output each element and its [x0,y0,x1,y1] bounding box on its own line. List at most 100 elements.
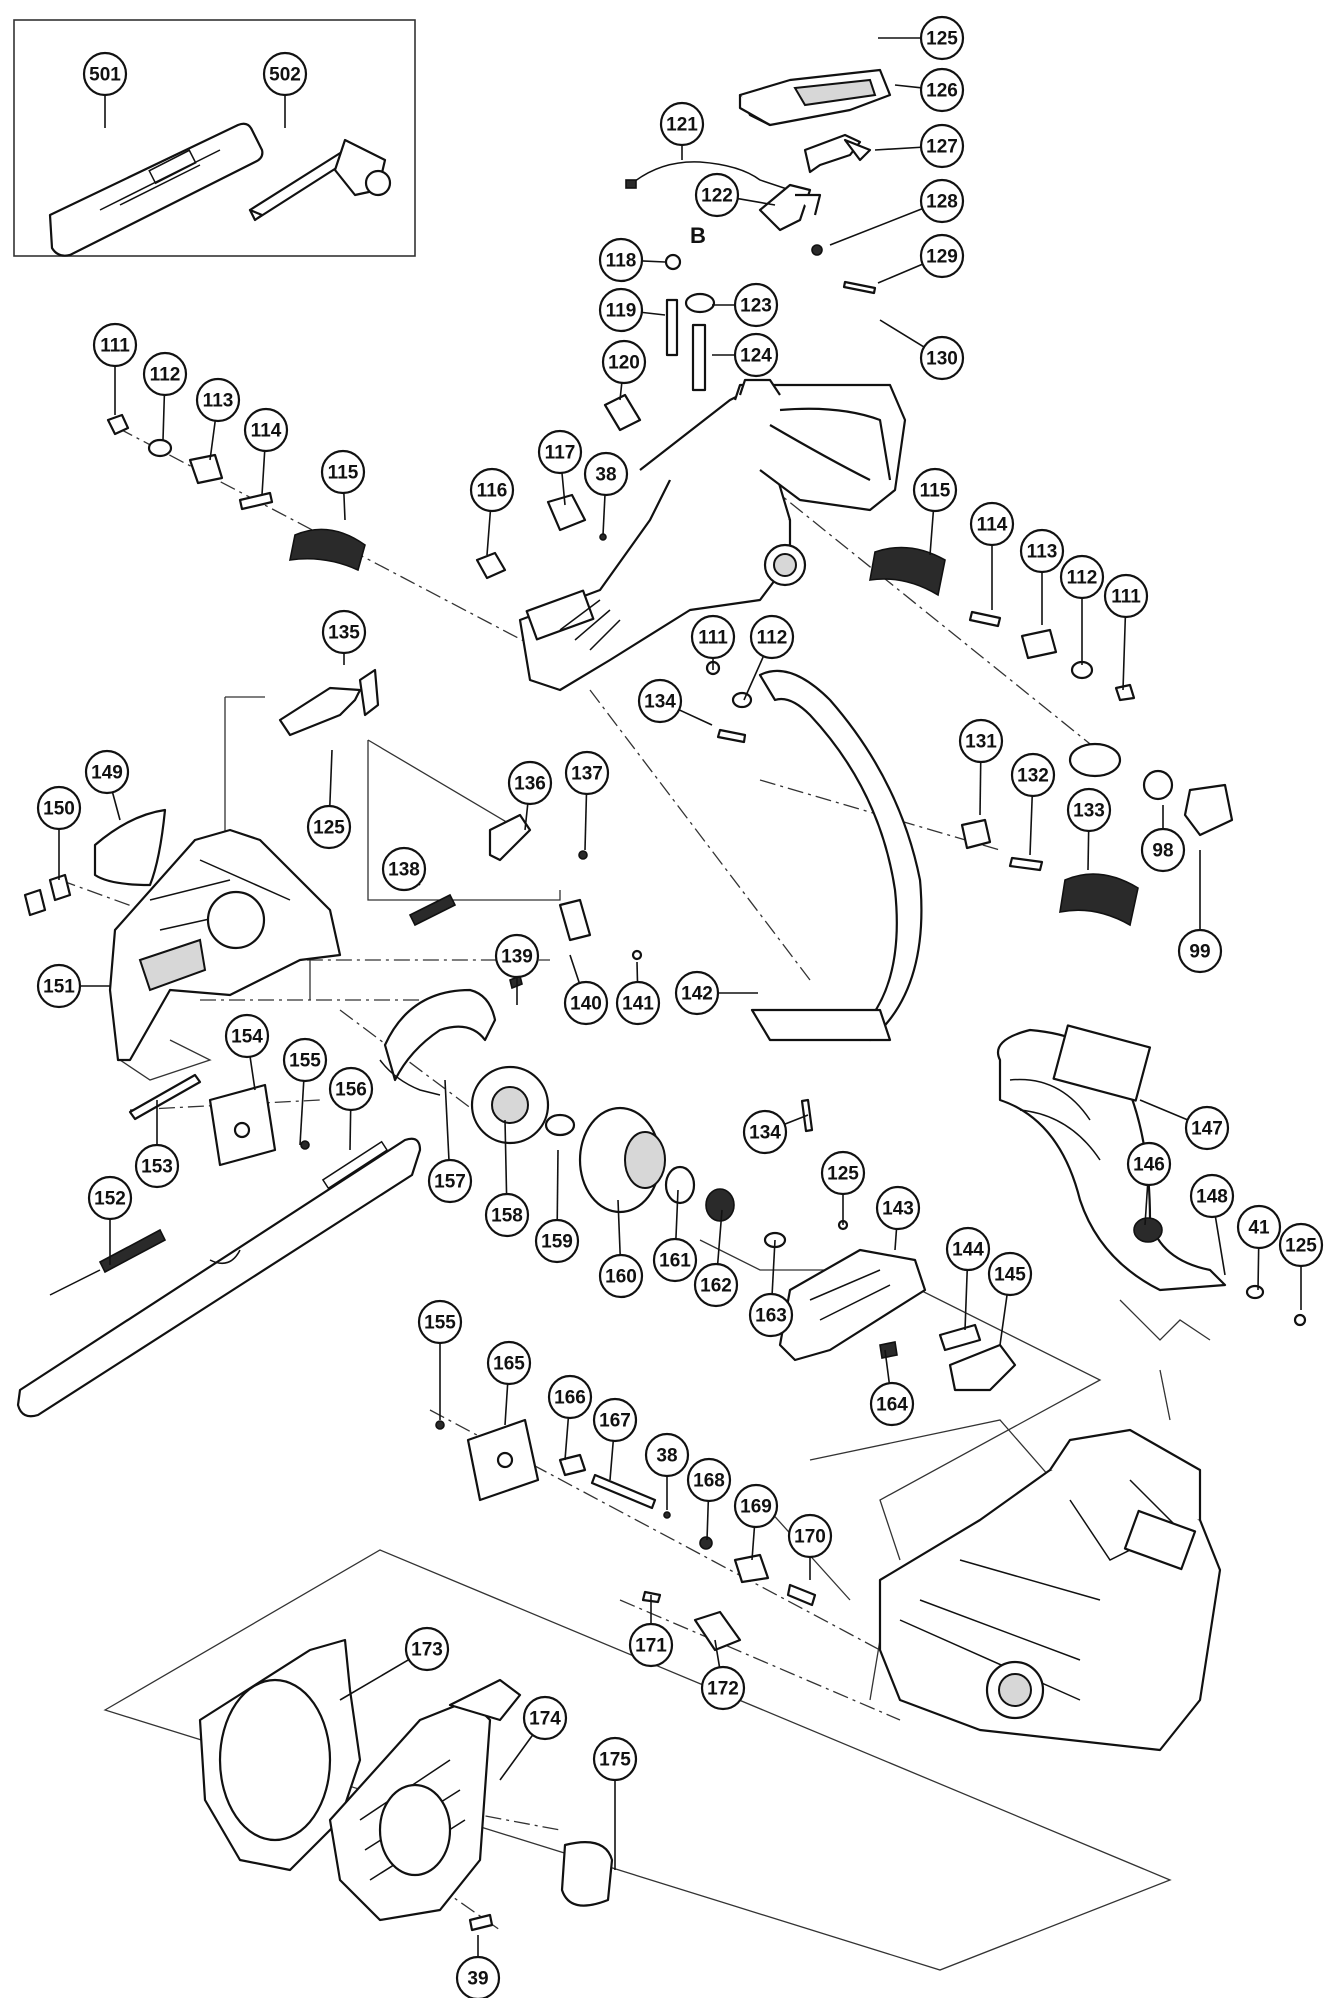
callout-number: 148 [1196,1187,1228,1208]
callout-circle [1184,1105,1230,1151]
leader-line [1214,1216,1226,1276]
callout-number: 98 [1152,841,1173,862]
callout-number: 144 [952,1240,984,1261]
callout-number: 121 [666,115,698,136]
leader-line [894,84,922,89]
callout-number: 119 [606,301,637,322]
callout-circle [875,1185,921,1231]
callout-number: 134 [644,692,676,713]
callout-142: 142 [674,970,720,1016]
callout-number: 114 [977,515,1008,536]
callout-163: 163 [748,1292,794,1338]
callout-number: 146 [1133,1155,1165,1176]
callout-circle [601,339,647,385]
callout-171: 171 [628,1622,674,1668]
callout-number: 128 [926,192,958,213]
callout-circle [700,1665,746,1711]
callout-number: 112 [150,365,181,386]
callout-number: 174 [529,1709,561,1730]
callout-circle [583,451,629,497]
callout-134: 134 [742,1109,788,1155]
callout-circle [652,1237,698,1283]
callout-175: 175 [592,1736,638,1782]
leader-line [829,207,923,246]
callout-155: 155 [282,1037,328,1083]
view-label-b: B [690,223,706,248]
callout-circle [262,51,308,97]
callout-number: 501 [89,65,121,86]
callout-circle [919,233,965,279]
callout-number: 132 [1017,766,1049,787]
callout-151: 151 [36,963,82,1009]
callout-164: 164 [869,1381,915,1427]
callout-circle [455,1955,501,1998]
callout-number: 159 [541,1232,573,1253]
callout-number: 125 [313,818,345,839]
leader-line [641,311,666,316]
leader-line [743,655,765,701]
leader-line [1122,616,1127,691]
callout-circle [748,1292,794,1338]
callout-125: 125 [306,804,352,850]
callout-number: 38 [595,465,616,486]
callout-118: 118 [598,237,644,283]
leader-line [1139,1099,1188,1121]
callout-number: 173 [411,1640,443,1661]
callout-number: 129 [926,247,958,268]
callout-149: 149 [84,749,130,795]
callout-number: 134 [749,1123,781,1144]
leader-line [561,472,566,506]
leader-line [349,1109,352,1151]
callout-111: 111 [690,614,736,660]
callout-number: 161 [659,1251,691,1272]
callout-circle [1189,1173,1235,1219]
leader-line [619,382,623,401]
callout-138: 138 [381,846,427,892]
callout-137: 137 [564,750,610,796]
callout-circle [427,1158,473,1204]
callout-circle [659,101,705,147]
callout-114: 114 [969,501,1015,547]
callout-circle [82,51,128,97]
callout-116: 116 [469,467,515,513]
callout-147: 147 [1184,1105,1230,1151]
callout-number: 158 [491,1206,523,1227]
callout-circle [690,614,736,660]
callout-circle [243,407,289,453]
callout-170: 170 [787,1513,833,1559]
callout-160: 160 [598,1253,644,1299]
accessory-box [13,19,416,257]
callout-number: 118 [606,251,637,272]
callout-38: 38 [644,1432,690,1478]
leader-line [1087,830,1090,871]
callout-117: 117 [537,429,583,475]
callout-134: 134 [637,678,683,724]
callout-circle [733,1483,779,1529]
callout-145: 145 [987,1251,1033,1297]
callout-number: 140 [570,994,602,1015]
callout-number: 39 [467,1969,488,1990]
callout-number: 172 [707,1679,739,1700]
callout-174: 174 [522,1695,568,1741]
guide-bar-cover-drawing [48,122,264,257]
starter-covers-drawing [198,1638,614,1932]
callout-circle [598,287,644,333]
front-handle-drawing [705,660,923,1133]
callout-circle [306,804,352,850]
leader-line [339,1658,410,1701]
callout-125: 125 [820,1150,866,1196]
leader-line [504,1119,508,1195]
callout-126: 126 [919,67,965,113]
callout-167: 167 [592,1397,638,1443]
callout-number: 163 [755,1306,787,1327]
callout-circle [733,282,779,328]
callout-157: 157 [427,1158,473,1204]
leader-line [999,1294,1008,1346]
callout-circle [628,1622,674,1668]
callout-111: 111 [92,322,138,368]
callout-circle [563,980,609,1026]
callout-circle [224,1013,270,1059]
leader-line [641,260,666,263]
callout-circle [694,172,740,218]
